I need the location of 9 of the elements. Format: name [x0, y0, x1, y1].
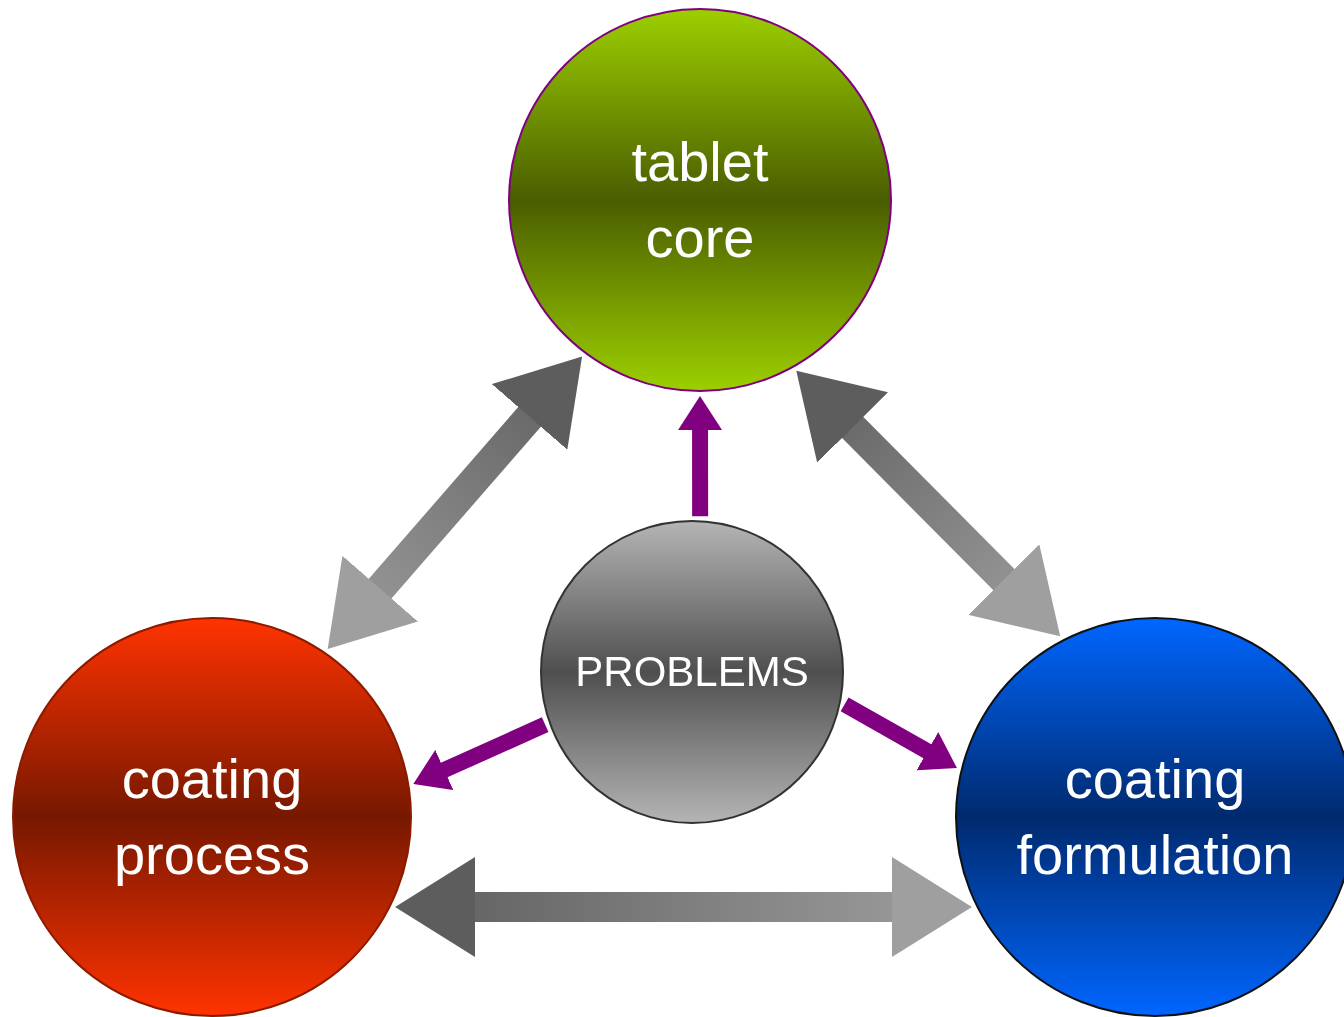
node-label: tablet core [630, 129, 770, 271]
node-label: coating formulation [1015, 746, 1295, 888]
double-arrow [327, 356, 583, 649]
node-label: coating process [112, 746, 312, 888]
arrow [678, 396, 723, 517]
double-arrow [395, 857, 972, 958]
node-label: PROBLEMS [574, 646, 810, 697]
arrow [413, 717, 549, 791]
arrow [840, 697, 957, 771]
